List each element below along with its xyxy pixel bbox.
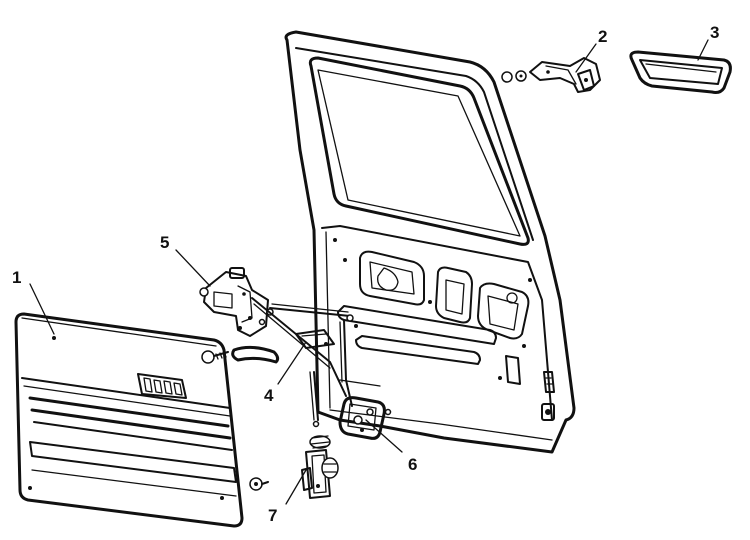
callout-2: 2 xyxy=(598,27,607,46)
callout-6: 6 xyxy=(408,455,417,474)
leader-4 xyxy=(277,341,307,385)
screw-lower xyxy=(249,477,269,491)
callout-3: 3 xyxy=(710,23,719,42)
leader-7 xyxy=(285,469,307,505)
pull-strap xyxy=(231,345,280,364)
handle-bracket xyxy=(501,57,601,93)
door-shell xyxy=(284,30,576,454)
leader-5 xyxy=(175,249,211,287)
callout-4: 4 xyxy=(264,386,274,405)
callout-5: 5 xyxy=(160,233,169,252)
callout-7: 7 xyxy=(268,506,277,525)
callout-1: 1 xyxy=(12,268,21,287)
linkage-rods xyxy=(251,297,358,421)
callout-numbers: 1 2 3 4 5 6 7 xyxy=(12,23,719,525)
leader-6 xyxy=(365,419,403,453)
leader-2 xyxy=(575,43,597,73)
screw-upper xyxy=(201,350,229,364)
inner-handle-bracket xyxy=(199,267,274,337)
leader-lines xyxy=(29,39,709,505)
leader-3 xyxy=(697,39,709,61)
door-latch xyxy=(338,396,392,440)
leader-1 xyxy=(29,283,55,335)
outside-handle xyxy=(629,50,732,94)
trim-panel xyxy=(14,312,244,528)
lock-cylinder xyxy=(301,420,339,499)
